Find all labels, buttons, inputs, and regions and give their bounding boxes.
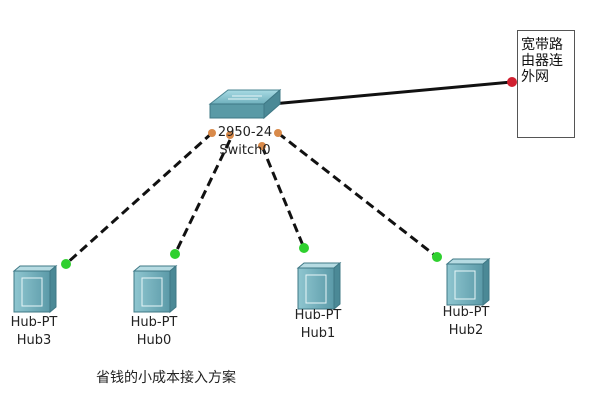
diagram-caption: 省钱的小成本接入方案 (96, 370, 236, 386)
hub2-device-icon[interactable] (445, 257, 491, 307)
hub0-link-indicator (170, 249, 180, 259)
hub1-link-indicator (299, 243, 309, 253)
hub3-name-label: Hub3 (16, 333, 52, 348)
cable-switch-router (271, 80, 513, 106)
hub3-model-label: Hub-PT (10, 315, 58, 330)
router-port-indicator (507, 77, 517, 87)
switch-model-label: 2950-24 (217, 125, 273, 140)
hub1-model-label: Hub-PT (294, 308, 342, 323)
switch-name-label: Switch0 (219, 143, 271, 158)
switch-port-indicator (208, 129, 216, 137)
hub0-device-icon[interactable] (132, 264, 178, 314)
cable-switch-hub3 (64, 131, 214, 266)
hub1-device-icon[interactable] (296, 261, 342, 311)
hub2-link-indicator (432, 252, 442, 262)
router-node[interactable]: 宽带路由器连外网 (517, 30, 575, 138)
hub2-model-label: Hub-PT (442, 305, 490, 320)
hub0-model-label: Hub-PT (130, 315, 178, 330)
hub3-device-icon[interactable] (12, 264, 58, 314)
switch-device-icon[interactable] (208, 88, 282, 120)
hub0-name-label: Hub0 (136, 333, 172, 348)
router-label: 宽带路由器连外网 (521, 37, 563, 85)
hub1-name-label: Hub1 (300, 326, 336, 341)
cable-switch-hub2 (277, 131, 438, 259)
hub3-link-indicator (61, 259, 71, 269)
switch-port-indicator (226, 131, 234, 139)
switch-port-indicator (258, 142, 266, 150)
hub2-name-label: Hub2 (448, 323, 484, 338)
cable-switch-hub1 (260, 145, 306, 249)
cable-switch-hub0 (173, 139, 232, 255)
switch-port-indicator (274, 129, 282, 137)
